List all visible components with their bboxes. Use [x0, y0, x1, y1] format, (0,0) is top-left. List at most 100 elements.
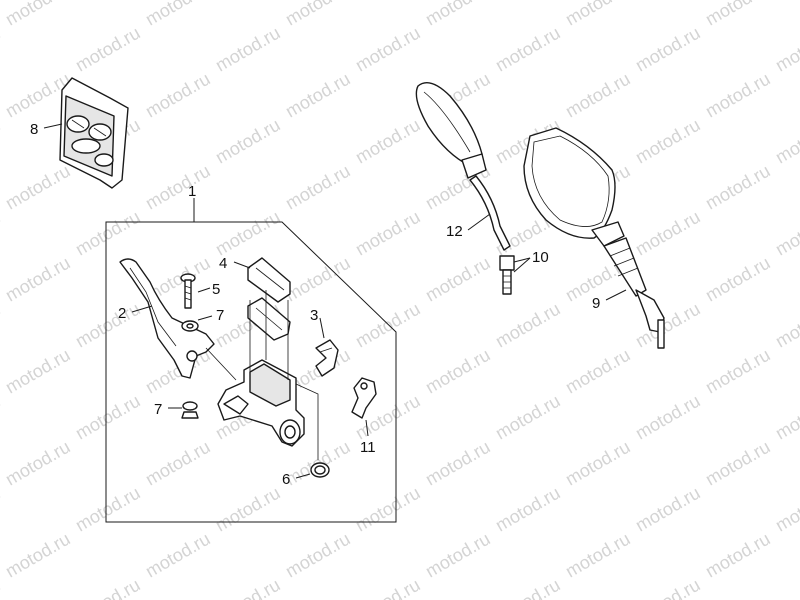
watermark-text: motod.ru	[422, 253, 494, 306]
watermark-text: motod.ru	[142, 529, 214, 582]
callout-label: 4	[219, 255, 227, 272]
watermark-text: motod.ru	[282, 529, 354, 582]
watermark-text: motod.ru	[422, 345, 494, 398]
watermark-text: motod.ru	[702, 253, 774, 306]
watermark-text: motod.ru	[212, 23, 284, 76]
watermark-text: motod.ru	[0, 299, 4, 352]
callout-label: 11	[360, 439, 376, 456]
watermark-text: motod.ru	[422, 0, 494, 29]
washer	[181, 320, 199, 332]
watermark-text: motod.ru	[2, 161, 74, 214]
watermark-text: motod.ru	[702, 529, 774, 582]
watermark-text: motod.ru	[562, 437, 634, 490]
watermark-text: motod.ru	[422, 529, 494, 582]
watermark-text: motod.ru	[0, 483, 4, 536]
watermark-text: motod.ru	[2, 529, 74, 582]
watermark-text: motod.ru	[0, 115, 4, 168]
watermark-text: motod.ru	[212, 483, 284, 536]
watermark-text: motod.ru	[0, 575, 4, 600]
master-cylinder-icon	[217, 359, 305, 447]
callout-label: 5	[212, 281, 220, 298]
callout-label: 1	[188, 183, 196, 200]
watermark-text: motod.ru	[0, 23, 4, 76]
watermark-text: motod.ru	[702, 345, 774, 398]
watermark-text: motod.ru	[0, 391, 4, 444]
rear-mirror-icon	[415, 82, 515, 295]
assembly-frame	[105, 221, 397, 523]
watermark-text: motod.ru	[352, 23, 424, 76]
watermark-text: motod.ru	[2, 0, 74, 29]
watermark-text: motod.ru	[772, 483, 800, 536]
watermark-text: motod.ru	[422, 437, 494, 490]
switch-bracket	[351, 377, 377, 419]
watermark-text: motod.ru	[282, 253, 354, 306]
callout-label: 12	[446, 223, 463, 240]
watermark-text: motod.ru	[632, 23, 704, 76]
watermark-text: motod.ru	[72, 299, 144, 352]
watermark-text: motod.ru	[492, 575, 564, 600]
lever-icon	[119, 258, 215, 379]
decal-icon	[59, 77, 129, 189]
callout-label: 7	[216, 307, 224, 324]
watermark-text: motod.ru	[632, 575, 704, 600]
callout-label: 6	[282, 471, 290, 488]
watermark-text: motod.ru	[142, 437, 214, 490]
nut	[181, 401, 199, 419]
watermark-text: motod.ru	[282, 69, 354, 122]
plug	[310, 462, 330, 478]
watermark-text: motod.ru	[212, 575, 284, 600]
watermark-text: motod.ru	[772, 575, 800, 600]
watermark-text: motod.ru	[352, 299, 424, 352]
callout-label: 3	[310, 307, 318, 324]
watermark-text: motod.ru	[72, 391, 144, 444]
callout-label: 7	[154, 401, 162, 418]
watermark-text: motod.ru	[562, 69, 634, 122]
watermark-text: motod.ru	[352, 207, 424, 260]
diaphragm	[247, 297, 291, 341]
watermark-text: motod.ru	[492, 23, 564, 76]
callout-label: 9	[592, 295, 600, 312]
reservoir-cap	[247, 257, 291, 303]
screw	[180, 273, 196, 309]
watermark-text: motod.ru	[632, 483, 704, 536]
watermark-text: motod.ru	[772, 299, 800, 352]
watermark-text: motod.ru	[562, 0, 634, 29]
callout-label: 10	[532, 249, 549, 266]
watermark-text: motod.ru	[772, 115, 800, 168]
watermark-text: motod.ru	[352, 575, 424, 600]
watermark-text: motod.ru	[702, 437, 774, 490]
watermark-text: motod.ru	[772, 391, 800, 444]
watermark-text: motod.ru	[142, 161, 214, 214]
watermark-text: motod.ru	[352, 115, 424, 168]
watermark-text: motod.ru	[562, 345, 634, 398]
watermark-text: motod.ru	[632, 207, 704, 260]
watermark-text: motod.ru	[72, 483, 144, 536]
watermark-text: motod.ru	[2, 437, 74, 490]
watermark-text: motod.ru	[72, 23, 144, 76]
clamp	[315, 339, 339, 377]
watermark-text: motod.ru	[492, 483, 564, 536]
callout-label: 8	[30, 121, 38, 138]
watermark-text: motod.ru	[212, 207, 284, 260]
watermark-text: motod.ru	[632, 391, 704, 444]
watermark-text: motod.ru	[702, 69, 774, 122]
watermark-text: motod.ru	[772, 207, 800, 260]
watermark-text: motod.ru	[352, 483, 424, 536]
rear-mirror-icon	[523, 127, 665, 349]
watermark-text: motod.ru	[212, 115, 284, 168]
watermark-text: motod.ru	[562, 529, 634, 582]
watermark-text: motod.ru	[0, 207, 4, 260]
watermark-text: motod.ru	[632, 115, 704, 168]
watermark-text: motod.ru	[702, 0, 774, 29]
watermark-text: motod.ru	[72, 207, 144, 260]
watermark-text: motod.ru	[772, 23, 800, 76]
watermark-text: motod.ru	[702, 161, 774, 214]
watermark-text: motod.ru	[492, 391, 564, 444]
watermark-text: motod.ru	[282, 161, 354, 214]
watermark-text: motod.ru	[492, 299, 564, 352]
watermark-text: motod.ru	[282, 0, 354, 29]
watermark-text: motod.ru	[142, 69, 214, 122]
callout-label: 2	[118, 305, 126, 322]
